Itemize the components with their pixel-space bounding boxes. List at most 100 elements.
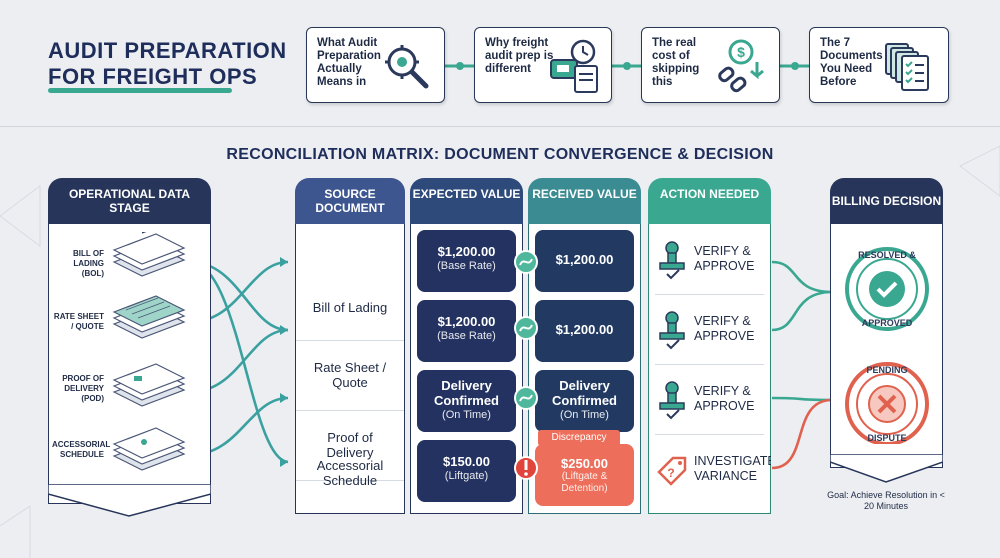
background-pattern	[0, 145, 1000, 558]
expected-card: Delivery Confirmed (On Time)	[417, 370, 516, 432]
source-cell: Accessorial Schedule	[316, 458, 384, 488]
expected-value-column: EXPECTED VALUE $1,200.00 (Base Rate) $1,…	[410, 178, 523, 514]
expected-note: (Base Rate)	[437, 260, 496, 272]
match-indicators	[514, 250, 538, 480]
stamp-icon	[659, 241, 685, 280]
row-divider	[296, 410, 404, 411]
truck-document-clock-icon	[550, 39, 598, 93]
source-cell: Proof of Delivery	[326, 430, 374, 460]
action-text: INVESTIGATE VARIANCE	[694, 454, 771, 483]
stack-label: RATE SHEET / QUOTE	[53, 312, 104, 331]
received-card: Delivery Confirmed (On Time)	[535, 370, 634, 432]
discrepancy-card: $250.00 (Liftgate & Detention)	[535, 444, 634, 506]
pending-dispute-badge: PENDING DISPUTE	[845, 362, 929, 444]
expected-value: $1,200.00	[437, 314, 496, 329]
received-note: (Liftgate & Detention)	[561, 471, 608, 494]
row-divider	[296, 480, 404, 481]
topic-card-3[interactable]: The real cost of skipping this $	[641, 27, 780, 103]
received-value: Delivery Confirmed	[552, 378, 617, 408]
row-divider	[655, 434, 764, 435]
document-stack-icon	[885, 43, 929, 91]
topic-card-2[interactable]: Why freight audit prep is different	[474, 27, 612, 103]
document-stack-illustrations	[112, 232, 186, 471]
action-text: VERIFY & APPROVE	[694, 244, 755, 273]
stack-label: ACCESSORIAL SCHEDULE	[52, 440, 111, 459]
topic-text: The 7 Documents You Need Before	[820, 37, 883, 88]
action-needed-column: ACTION NEEDED VERIFY & APPROVE VERIFY & …	[648, 178, 771, 514]
column-header: BILLING DECISION	[830, 178, 943, 224]
received-value: $1,200.00	[555, 252, 614, 267]
expected-note: (Liftgate)	[444, 470, 489, 482]
price-tag-question-icon: ?	[657, 456, 687, 486]
source-cell: Bill of Lading	[312, 300, 388, 315]
goal-note: Goal: Achieve Resolution in < 20 Minutes	[827, 490, 945, 511]
matrix-title: RECONCILIATION MATRIX: DOCUMENT CONVERGE…	[226, 146, 774, 163]
svg-text:$: $	[737, 44, 745, 60]
badge-bottom-text: DISPUTE	[867, 433, 906, 443]
stack-label: BILL OF LADING (BOL)	[73, 249, 104, 278]
action-cell: VERIFY & APPROVE	[649, 370, 770, 432]
received-value-column: RECEIVED VALUE $1,200.00 $1,200.00 Deliv…	[528, 178, 641, 514]
bol-document-icon	[112, 232, 186, 277]
stamp-icon	[659, 381, 685, 420]
row-divider	[296, 340, 404, 341]
expected-value: $150.00	[443, 454, 490, 469]
pod-document-icon	[112, 363, 186, 407]
row-divider	[655, 364, 764, 365]
discrepancy-tag: Discrepancy	[538, 430, 620, 446]
badge-top-text: PENDING	[866, 365, 907, 375]
badge-top-text: RESOLVED &	[858, 250, 916, 260]
received-note: (On Time)	[560, 409, 609, 421]
topic-card-1[interactable]: What Audit Preparation Actually Means in	[306, 27, 445, 103]
column-header: EXPECTED VALUE	[410, 178, 523, 224]
received-card: $1,200.00	[535, 230, 634, 292]
stack-label: PROOF OF DELIVERY (POD)	[62, 374, 104, 403]
source-cell: Rate Sheet / Quote	[313, 360, 387, 390]
topic-text: What Audit Preparation Actually Means in	[317, 37, 381, 88]
svg-text:?: ?	[667, 466, 674, 480]
money-broken-chain-icon: $	[718, 39, 764, 93]
match-icon	[514, 250, 538, 274]
action-cell: VERIFY & APPROVE	[649, 230, 770, 292]
topic-text: The real cost of skipping this	[652, 37, 700, 88]
received-value: $1,200.00	[555, 322, 614, 337]
received-value: $250.00	[561, 456, 608, 471]
action-text: VERIFY & APPROVE	[694, 314, 755, 343]
expected-value: $1,200.00	[437, 244, 496, 259]
received-card: $1,200.00	[535, 300, 634, 362]
warning-icon	[514, 456, 538, 480]
match-icon	[514, 316, 538, 340]
topic-connectors	[445, 62, 809, 70]
match-icon	[514, 386, 538, 410]
expected-card: $1,200.00 (Base Rate)	[417, 230, 516, 292]
expected-card: $150.00 (Liftgate)	[417, 440, 516, 502]
operational-data-column: OPERATIONAL DATA STAGE	[48, 178, 211, 504]
row-divider	[655, 294, 764, 295]
action-cell: ? INVESTIGATE VARIANCE	[649, 440, 771, 502]
page-title: AUDIT PREPARATION FOR FREIGHT OPS	[48, 38, 287, 89]
expected-note: (Base Rate)	[437, 330, 496, 342]
expected-value: Delivery Confirmed	[434, 378, 499, 408]
divider	[0, 126, 1000, 127]
topic-card-4[interactable]: The 7 Documents You Need Before	[809, 27, 949, 103]
stamp-icon	[659, 311, 685, 350]
rate-sheet-icon	[112, 295, 186, 339]
topic-text: Why freight audit prep is different	[485, 37, 554, 75]
column-chevron	[48, 484, 211, 517]
title-underline	[48, 88, 232, 93]
column-chevron	[830, 454, 943, 483]
badge-bottom-text: APPROVED	[862, 318, 913, 328]
source-document-column: SOURCE DOCUMENT Bill of Lading Rate Shee…	[295, 178, 405, 514]
column-header: RECEIVED VALUE	[528, 178, 641, 224]
decision-badges: RESOLVED & APPROVED PENDING DISPUTE	[845, 247, 929, 444]
column-header: ACTION NEEDED	[648, 178, 771, 224]
column-header: OPERATIONAL DATA STAGE	[48, 178, 211, 224]
expected-card: $1,200.00 (Base Rate)	[417, 300, 516, 362]
action-text: VERIFY & APPROVE	[694, 384, 755, 413]
resolved-approved-badge: RESOLVED & APPROVED	[845, 247, 929, 331]
expected-note: (On Time)	[442, 409, 491, 421]
column-header: SOURCE DOCUMENT	[295, 178, 405, 224]
action-cell: VERIFY & APPROVE	[649, 300, 770, 362]
accessorial-document-icon	[112, 427, 186, 471]
gear-magnifier-icon	[385, 45, 429, 89]
